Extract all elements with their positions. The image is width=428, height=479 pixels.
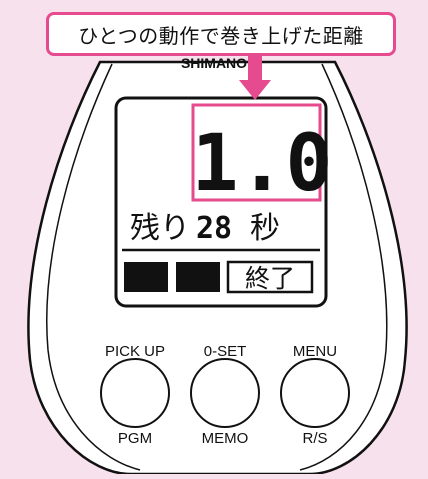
lcd-frame <box>114 96 328 308</box>
menu-label: MENU <box>292 343 338 360</box>
pickup-label: PICK UP <box>104 343 165 360</box>
remaining-label: 残り <box>130 211 190 246</box>
seconds-unit: 秒 <box>250 211 280 246</box>
button-circle-pickup <box>100 358 170 428</box>
shell-contour-right <box>299 63 388 471</box>
main-value: 1.0 <box>192 119 333 209</box>
status-block-1 <box>124 262 168 292</box>
zero-set-memo-button[interactable] <box>191 359 259 427</box>
rs-label: R/S <box>302 430 328 447</box>
brand-logo: SHIMANO <box>181 55 247 71</box>
pgm-label: PGM <box>117 430 153 447</box>
zero-set-label: 0-SET <box>203 343 247 360</box>
memo-label: MEMO <box>201 430 249 447</box>
button-circle-0set <box>190 358 260 428</box>
callout-text: ひとつの動作で巻き上げた距離 <box>78 25 364 48</box>
highlight-box <box>191 103 322 202</box>
shell-contour-left <box>46 63 141 471</box>
pickup-pgm-button[interactable] <box>101 359 169 427</box>
remaining-seconds: 28 <box>196 211 232 246</box>
menu-rs-button[interactable] <box>281 359 349 427</box>
status-block-2 <box>176 262 220 292</box>
status-label: 終了 <box>245 264 295 293</box>
callout-arrow-icon <box>239 56 271 100</box>
callout-box: ひとつの動作で巻き上げた距離 <box>46 12 396 56</box>
button-circle-menu <box>280 358 350 428</box>
status-box <box>226 260 314 294</box>
